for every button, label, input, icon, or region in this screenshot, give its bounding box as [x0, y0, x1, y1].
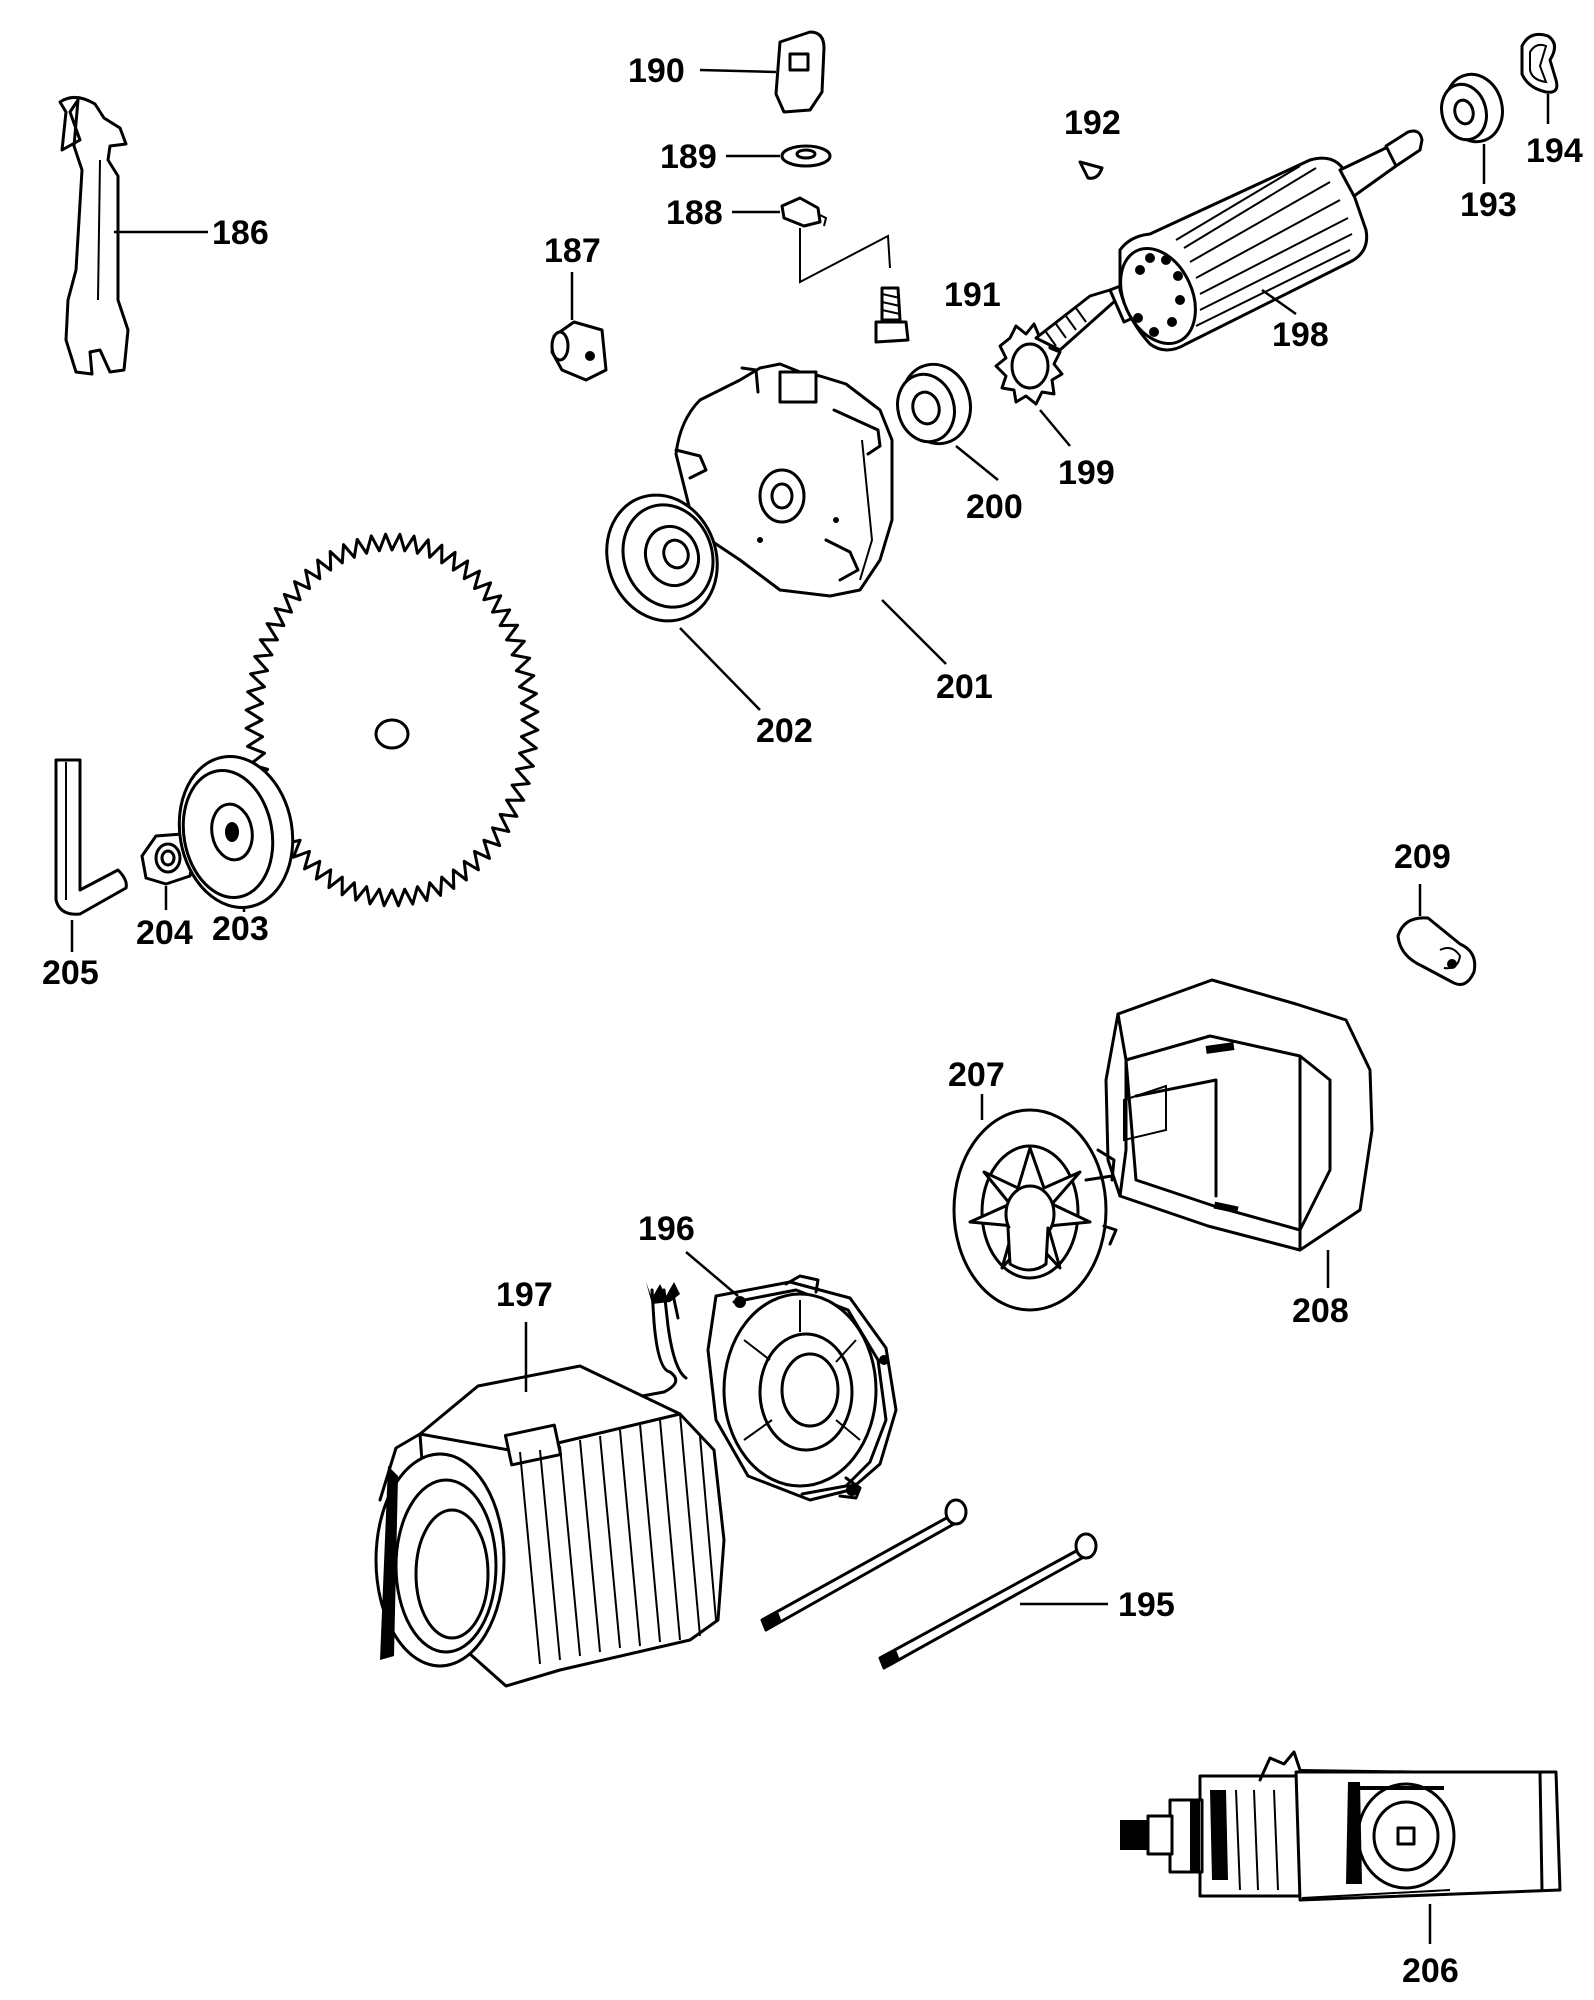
label-195: 195 [1118, 1586, 1175, 1624]
part-187-cap [550, 320, 608, 382]
label-207: 207 [948, 1056, 1005, 1094]
leader-201 [881, 599, 947, 665]
leader-198 [1261, 288, 1297, 316]
leader-199 [1039, 409, 1071, 447]
label-197: 197 [496, 1276, 553, 1314]
label-196: 196 [638, 1210, 695, 1248]
label-191: 191 [944, 276, 1001, 314]
label-198: 198 [1272, 316, 1329, 354]
part-193-bearing [1440, 72, 1504, 144]
label-201: 201 [936, 668, 993, 706]
part-198-armature [1034, 129, 1424, 352]
label-193: 193 [1460, 186, 1517, 224]
label-194: 194 [1526, 132, 1583, 170]
label-209: 209 [1394, 838, 1451, 876]
assembly-line-188 [799, 228, 891, 284]
part-saw-blade [244, 532, 540, 908]
label-202: 202 [756, 712, 813, 750]
part-207-fan [952, 1108, 1118, 1312]
part-188-clip [780, 196, 828, 228]
label-186: 186 [212, 214, 269, 252]
label-192: 192 [1064, 104, 1121, 142]
part-208-motor-cover [1104, 978, 1374, 1252]
part-200-bearing [896, 362, 972, 446]
part-202-pulley [605, 493, 719, 623]
leader-196 [685, 1251, 739, 1297]
part-190-key [774, 30, 826, 114]
label-203: 203 [212, 910, 269, 948]
leader-190 [699, 68, 777, 74]
label-190: 190 [628, 52, 685, 90]
part-197-stator [374, 1282, 726, 1688]
label-200: 200 [966, 488, 1023, 526]
label-204: 204 [136, 914, 193, 952]
label-199: 199 [1058, 454, 1115, 492]
part-186-wrench [58, 96, 130, 376]
label-187: 187 [544, 232, 601, 270]
label-188: 188 [666, 194, 723, 232]
part-screw [874, 286, 910, 344]
label-208: 208 [1292, 1292, 1349, 1330]
part-205-hex-key [54, 758, 128, 916]
part-189-washer [780, 144, 832, 168]
leader-200 [955, 445, 999, 481]
label-206: 206 [1402, 1952, 1459, 1990]
part-201-housing [674, 362, 894, 598]
part-203-flange [177, 755, 295, 909]
part-194-ring [1520, 32, 1559, 94]
leader-202 [679, 627, 761, 711]
part-209-clip [1396, 916, 1477, 986]
label-205: 205 [42, 954, 99, 992]
part-192-woodruff-key [1078, 160, 1104, 180]
label-189: 189 [660, 138, 717, 176]
part-206-motor-assembly [1120, 1750, 1562, 1902]
part-196-end-bell [706, 1274, 898, 1502]
part-195-tie-rods [760, 1498, 1098, 1670]
